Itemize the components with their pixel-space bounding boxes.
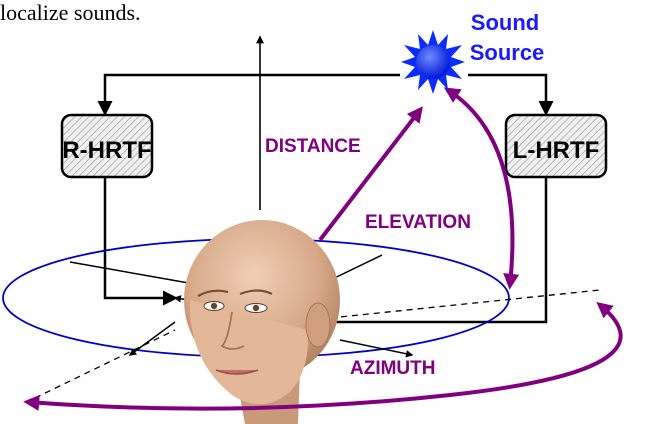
head-illustration (184, 220, 340, 424)
azimuth-label: AZIMUTH (350, 358, 435, 379)
r-hrtf-label: R-HRTF (62, 137, 151, 164)
path-source-to-rhrtf (105, 75, 400, 113)
sound-source-label-line1: Sound (471, 10, 539, 35)
l-hrtf-box: L-HRTF (506, 115, 606, 177)
sound-source-icon (401, 30, 465, 94)
sound-source-label-line2: Source (470, 40, 545, 65)
l-hrtf-label: L-HRTF (513, 137, 600, 164)
path-rhrtf-to-ear (105, 178, 175, 298)
r-hrtf-box: R-HRTF (62, 115, 152, 177)
elevation-arc (448, 90, 512, 285)
elevation-label: ELEVATION (365, 212, 471, 233)
path-source-to-lhrtf (468, 75, 546, 113)
distance-label: DISTANCE (265, 136, 361, 157)
